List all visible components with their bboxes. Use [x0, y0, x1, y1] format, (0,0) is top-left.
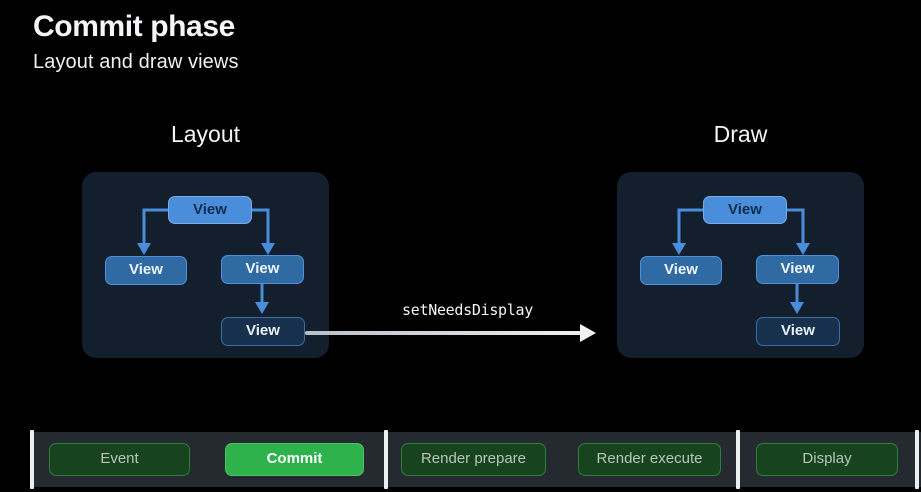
phase-chip-event: Event — [49, 443, 190, 476]
arrow-to-right-child — [786, 208, 805, 245]
timeline-divider — [915, 430, 919, 489]
set-needs-display-label: setNeedsDisplay — [402, 301, 533, 319]
arrowhead-down-icon — [137, 243, 151, 255]
timeline-divider — [736, 430, 740, 489]
arrowhead-down-icon — [255, 302, 269, 314]
arrow-right-icon — [580, 324, 596, 342]
timeline-divider — [30, 430, 34, 489]
view-node-grandchild: View — [756, 317, 840, 346]
view-node-child-left: View — [640, 256, 722, 285]
phase-chip-commit: Commit — [225, 443, 364, 476]
view-node-root: View — [703, 196, 787, 224]
draw-panel-title: Draw — [713, 121, 768, 147]
view-node-child-right: View — [221, 255, 304, 284]
page-title: Commit phase — [33, 10, 235, 43]
tree-connector-arrows — [137, 208, 275, 314]
layout-view-tree-panel: View View View View — [82, 172, 329, 358]
draw-view-tree-panel: View View View View — [617, 172, 864, 358]
arrowhead-down-icon — [261, 243, 275, 255]
timeline-divider — [384, 430, 388, 489]
arrow-to-right-child — [251, 208, 270, 245]
view-node-child-left: View — [105, 256, 187, 285]
phase-chip-render-execute: Render execute — [578, 443, 721, 476]
set-needs-display-arrow — [305, 331, 581, 335]
page-subtitle: Layout and draw views — [33, 50, 239, 73]
phase-chip-display: Display — [756, 443, 898, 476]
arrowhead-down-icon — [672, 243, 686, 255]
tree-connector-arrows — [672, 208, 810, 314]
phase-chip-render-prepare: Render prepare — [401, 443, 546, 476]
layout-panel-title: Layout — [170, 121, 241, 147]
arrow-to-left-child — [142, 208, 169, 245]
header: Commit phase Layout and draw views — [33, 10, 239, 74]
view-node-child-right: View — [756, 255, 839, 284]
arrowhead-down-icon — [796, 243, 810, 255]
render-loop-timeline: Event Commit Render prepare Render execu… — [30, 430, 921, 489]
view-node-grandchild: View — [221, 317, 305, 346]
arrow-to-left-child — [677, 208, 704, 245]
arrowhead-down-icon — [790, 302, 804, 314]
view-node-root: View — [168, 196, 252, 224]
